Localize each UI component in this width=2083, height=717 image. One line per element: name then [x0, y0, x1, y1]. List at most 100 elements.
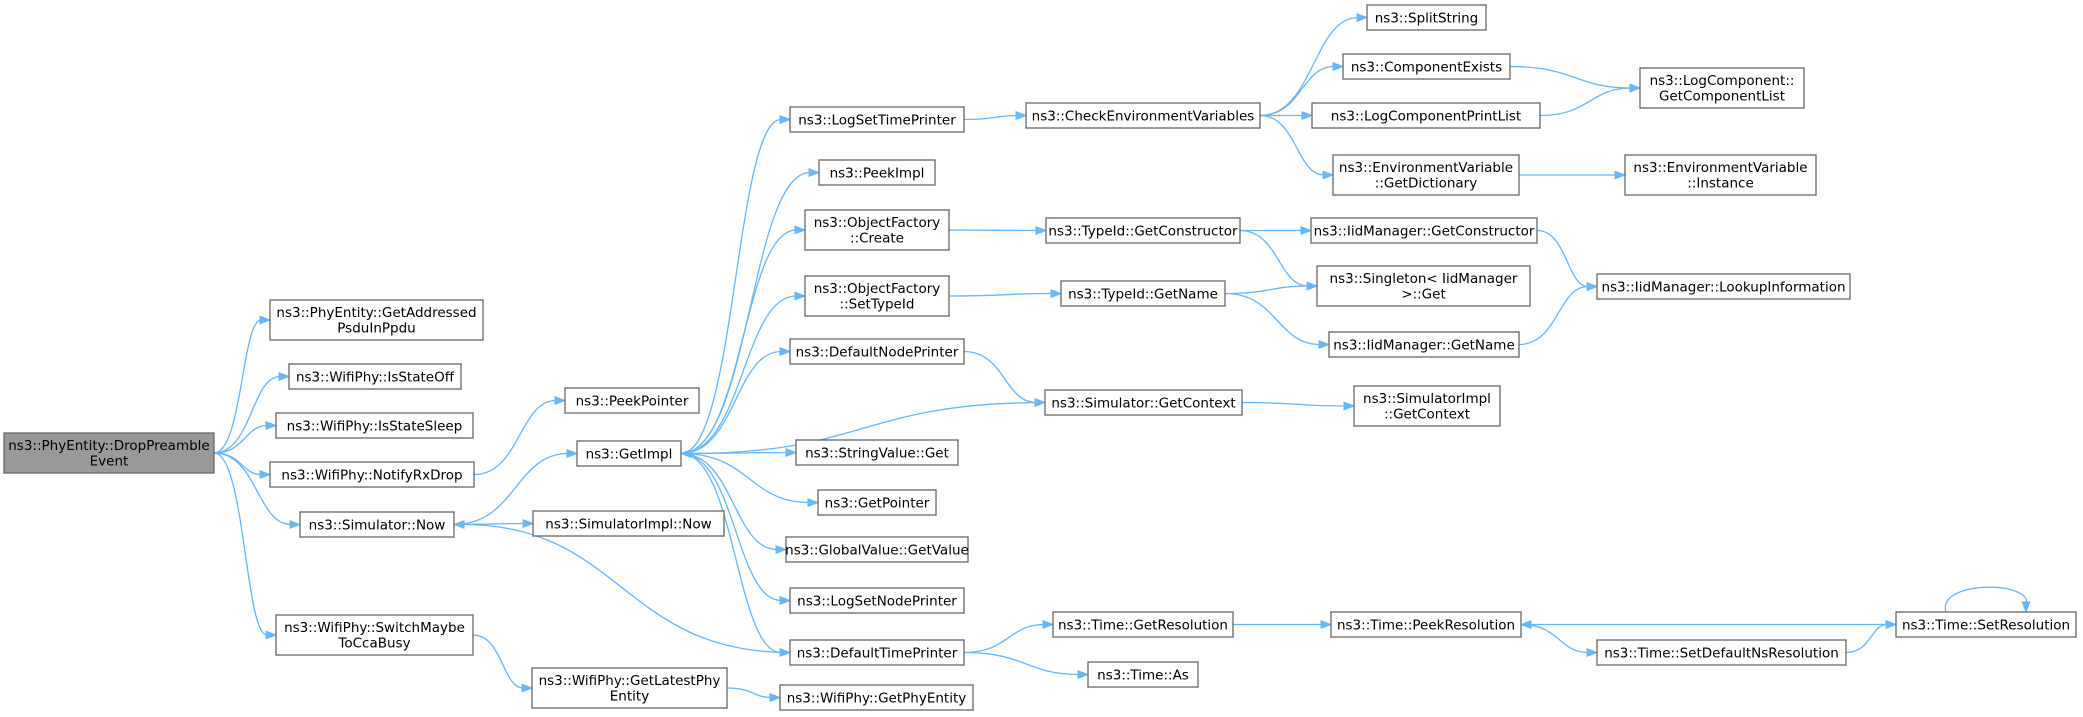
node-box — [532, 510, 725, 537]
edge-line — [1239, 229, 1309, 287]
graph-node-simctx[interactable]: ns3::Simulator::GetContext — [1044, 389, 1243, 416]
node-label: ns3::IidManager::LookupInformation — [1601, 279, 1845, 295]
node-label: ns3::StringValue::Get — [805, 445, 949, 461]
graph-node-split[interactable]: ns3::SplitString — [1366, 4, 1487, 31]
edge-deftime-to-simnow — [452, 519, 791, 654]
graph-node-peekptr[interactable]: ns3::PeekPointer — [564, 387, 700, 414]
node-box — [818, 159, 936, 186]
graph-node-simimplctx[interactable]: ns3::SimulatorImpl::GetContext — [1353, 385, 1501, 427]
graph-node-gvget[interactable]: ns3::GlobalValue::GetValue — [785, 536, 969, 563]
node-label: ns3::Time::GetResolution — [1058, 617, 1228, 633]
graph-node-simimplnow[interactable]: ns3::SimulatorImpl::Now — [532, 510, 725, 537]
node-box — [804, 209, 950, 251]
graph-node-lookup[interactable]: ns3::IidManager::LookupInformation — [1596, 273, 1851, 300]
node-label: ns3::Time::PeekResolution — [1337, 617, 1515, 633]
graph-node-tidctor[interactable]: ns3::TypeId::GetConstructor — [1045, 217, 1241, 244]
graph-node-getimpl[interactable]: ns3::GetImpl — [576, 440, 682, 467]
edge-line — [1539, 87, 1632, 117]
node-label: ns3::TypeId::GetConstructor — [1048, 223, 1238, 239]
edge-line — [948, 292, 1053, 297]
edge-line — [472, 634, 524, 689]
edge-arrowhead — [289, 519, 302, 530]
graph-node-singleton[interactable]: ns3::Singleton< IidManager>::Get — [1316, 265, 1531, 307]
node-label: ns3::WifiPhy::SwitchMaybe — [284, 620, 465, 636]
graph-node-deftime[interactable]: ns3::DefaultTimePrinter — [789, 639, 965, 666]
graph-node-timeas[interactable]: ns3::Time::As — [1087, 661, 1199, 688]
edge-logcompprint-to-getcomplist — [1539, 83, 1642, 117]
graph-node-iidname[interactable]: ns3::IidManager::GetName — [1328, 331, 1520, 358]
graph-node-strget[interactable]: ns3::StringValue::Get — [795, 439, 959, 466]
edge-line — [680, 452, 778, 551]
graph-node-getcomplist[interactable]: ns3::LogComponent::GetComponentList — [1639, 67, 1805, 109]
edge-arrowhead — [1332, 61, 1345, 72]
graph-node-logsettime[interactable]: ns3::LogSetTimePrinter — [789, 106, 965, 133]
graph-node-logsetnode[interactable]: ns3::LogSetNodePrinter — [789, 587, 965, 614]
graph-node-iidctor[interactable]: ns3::IidManager::GetConstructor — [1310, 217, 1538, 244]
edge-getlatest-to-getphyent — [726, 687, 782, 703]
node-box — [789, 338, 965, 365]
edge-setres-to-setres — [1944, 586, 2031, 614]
edge-drop-to-switch — [213, 452, 278, 640]
node-label: GetComponentList — [1659, 89, 1785, 105]
edge-arrowhead — [808, 167, 821, 178]
node-label: ns3::LogComponentPrintList — [1331, 108, 1521, 124]
graph-node-setres[interactable]: ns3::Time::SetResolution — [1895, 611, 2077, 638]
edge-arrowhead — [278, 371, 291, 382]
graph-node-setdefns[interactable]: ns3::Time::SetDefaultNsResolution — [1596, 639, 1847, 666]
node-box — [1366, 4, 1487, 31]
graph-node-getphyent[interactable]: ns3::WifiPhy::GetPhyEntity — [779, 684, 974, 711]
graph-node-logcompprint[interactable]: ns3::LogComponentPrintList — [1311, 102, 1541, 129]
edge-line — [453, 452, 569, 526]
node-box — [1044, 389, 1243, 416]
edge-simctx-to-getimpl — [679, 401, 1046, 459]
edge-arrowhead — [2021, 601, 2031, 614]
edge-logsettime-to-checkenv — [963, 110, 1028, 121]
edge-arrowhead — [259, 315, 272, 325]
edge-drop-to-issleep — [213, 420, 278, 454]
node-box — [1087, 661, 1199, 688]
graph-node-peekres[interactable]: ns3::Time::PeekResolution — [1330, 611, 1522, 638]
edge-defnode-to-simctx — [963, 350, 1047, 408]
graph-node-ofsettype[interactable]: ns3::ObjectFactory::SetTypeId — [804, 275, 950, 317]
graph-node-ofcreate[interactable]: ns3::ObjectFactory::Create — [804, 209, 950, 251]
edge-arrowhead — [1050, 288, 1063, 299]
edge-line — [963, 651, 1080, 676]
graph-node-compexists[interactable]: ns3::ComponentExists — [1342, 53, 1511, 80]
edge-tidname-to-singleton — [1224, 281, 1319, 295]
edge-arrowhead — [794, 291, 807, 301]
edge-iidctor-to-lookup — [1536, 229, 1599, 292]
edge-line — [1518, 285, 1589, 346]
node-box — [576, 440, 682, 467]
graph-node-envdict[interactable]: ns3::EnvironmentVariable::GetDictionary — [1332, 154, 1520, 196]
edge-line — [726, 687, 772, 699]
graph-node-peekimpl[interactable]: ns3::PeekImpl — [818, 159, 936, 186]
graph-node-notify[interactable]: ns3::WifiPhy::NotifyRxDrop — [269, 461, 475, 488]
node-box — [1342, 53, 1511, 80]
node-label: Event — [90, 454, 129, 470]
graph-node-getpointer[interactable]: ns3::GetPointer — [817, 489, 937, 516]
node-box — [1596, 273, 1851, 300]
node-label: ns3::WifiPhy::IsStateSleep — [287, 418, 463, 434]
edge-arrowhead — [521, 683, 534, 693]
graph-node-timeres[interactable]: ns3::Time::GetResolution — [1052, 611, 1234, 638]
graph-node-envinst[interactable]: ns3::EnvironmentVariable::Instance — [1624, 154, 1817, 196]
graph-node-simnow[interactable]: ns3::Simulator::Now — [299, 511, 455, 538]
graph-node-checkenv[interactable]: ns3::CheckEnvironmentVariables — [1025, 102, 1261, 129]
node-label: ns3::CheckEnvironmentVariables — [1032, 108, 1255, 124]
graph-node-isoff[interactable]: ns3::WifiPhy::IsStateOff — [288, 363, 462, 390]
edge-simnow-to-getimpl — [453, 448, 579, 526]
graph-node-defnode[interactable]: ns3::DefaultNodePrinter — [789, 338, 965, 365]
edge-line — [680, 295, 797, 455]
edge-arrowhead — [785, 447, 798, 458]
edge-compexists-to-getcomplist — [1509, 65, 1642, 93]
node-box — [3, 432, 215, 474]
node-box — [275, 614, 474, 656]
graph-node-tidname[interactable]: ns3::TypeId::GetName — [1060, 280, 1226, 307]
graph-node-issleep[interactable]: ns3::WifiPhy::IsStateSleep — [275, 412, 474, 439]
edge-drop-to-isoff — [213, 371, 291, 454]
